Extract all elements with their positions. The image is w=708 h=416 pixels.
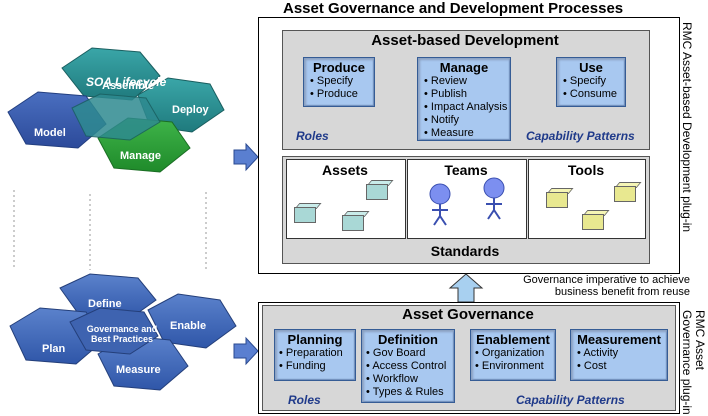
asset-cube-icon xyxy=(294,203,322,223)
use-title: Use xyxy=(579,60,603,75)
definition-item: Types & Rules xyxy=(372,386,444,398)
segment-measure: Measure xyxy=(116,364,161,376)
planning-box: Planning • Preparation • Funding xyxy=(274,329,356,381)
team-member-icon xyxy=(429,183,451,226)
asset-cube-icon xyxy=(342,211,370,231)
manage-box: Manage • Review • Publish • Impact Analy… xyxy=(417,57,511,141)
planning-item: Preparation xyxy=(285,347,343,359)
team-member-icon xyxy=(483,177,505,220)
governance-center-label: Governance and Best Practices xyxy=(86,324,158,344)
use-item: Consume xyxy=(569,88,617,100)
segment-deploy: Deploy xyxy=(172,104,209,116)
use-item: Specify xyxy=(569,75,606,87)
up-arrow-icon xyxy=(448,273,484,303)
assets-label: Assets xyxy=(322,162,368,178)
abd-patterns-label: Capability Patterns xyxy=(526,129,635,143)
enablement-box: Enablement • Organization • Environment xyxy=(470,329,556,381)
dashed-connectors xyxy=(13,190,207,270)
manage-item: Notify xyxy=(430,114,460,126)
segment-assemble: Assemble xyxy=(102,80,154,92)
segment-plan: Plan xyxy=(42,343,66,355)
ag-roles-label: Roles xyxy=(288,393,321,407)
definition-item: Access Control xyxy=(372,360,447,372)
abd-title: Asset-based Development xyxy=(371,32,559,49)
enablement-item: Environment xyxy=(481,360,544,372)
manage-item: Review xyxy=(430,75,467,87)
produce-title: Produce xyxy=(312,60,365,75)
asset-cube-icon xyxy=(366,180,394,200)
teams-panel xyxy=(407,159,527,239)
tool-cube-icon xyxy=(614,182,642,202)
segment-enable: Enable xyxy=(170,320,207,332)
diagram-title: Asset Governance and Development Process… xyxy=(283,0,624,17)
tool-cube-icon xyxy=(546,188,574,208)
arrow-to-abd-icon xyxy=(233,142,259,172)
use-box: Use • Specify • Consume xyxy=(556,57,626,107)
governance-imperative-text: Governance imperative to achieve busines… xyxy=(523,274,690,298)
measurement-title: Measurement xyxy=(577,332,661,347)
soa-lifecycle-label: SOA Lifecycle xyxy=(86,75,167,89)
measurement-item: Cost xyxy=(583,360,607,372)
tool-cube-icon xyxy=(582,210,610,230)
manage-item: Impact Analysis xyxy=(430,101,508,113)
ag-patterns-label: Capability Patterns xyxy=(516,393,625,407)
enablement-item: Organization xyxy=(481,347,545,359)
standards-label: Standards xyxy=(430,243,500,259)
definition-item: Workflow xyxy=(372,373,418,385)
hex-gov-center xyxy=(69,307,159,355)
manage-item: Measure xyxy=(430,127,474,139)
produce-item: Specify xyxy=(316,75,353,87)
segment-define: Define xyxy=(88,298,122,310)
teams-label: Teams xyxy=(444,162,488,178)
abd-plugin-label: RMC Asset-based Development plug-in xyxy=(680,22,694,233)
produce-item: Produce xyxy=(316,88,358,100)
governance-lifecycle-graphic xyxy=(9,273,237,391)
segment-model: Model xyxy=(34,127,66,139)
definition-box: Definition • Gov Board • Access Control … xyxy=(361,329,455,403)
planning-item: Funding xyxy=(285,360,326,372)
definition-title: Definition xyxy=(378,332,438,347)
arrow-to-ag-icon xyxy=(233,336,259,366)
planning-title: Planning xyxy=(287,332,343,347)
enablement-title: Enablement xyxy=(476,332,550,347)
soa-lifecycle-graphic xyxy=(7,47,225,173)
tools-label: Tools xyxy=(567,162,605,178)
measurement-box: Measurement • Activity • Cost xyxy=(570,329,668,381)
definition-item: Gov Board xyxy=(372,347,426,359)
produce-box: Produce • Specify • Produce xyxy=(303,57,375,107)
segment-manage: Manage xyxy=(120,150,161,162)
hex-center xyxy=(71,93,161,141)
abd-roles-label: Roles xyxy=(296,129,329,143)
manage-item: Publish xyxy=(430,88,467,100)
ag-title: Asset Governance xyxy=(402,306,534,323)
manage-title: Manage xyxy=(439,60,489,75)
measurement-item: Activity xyxy=(583,347,619,359)
